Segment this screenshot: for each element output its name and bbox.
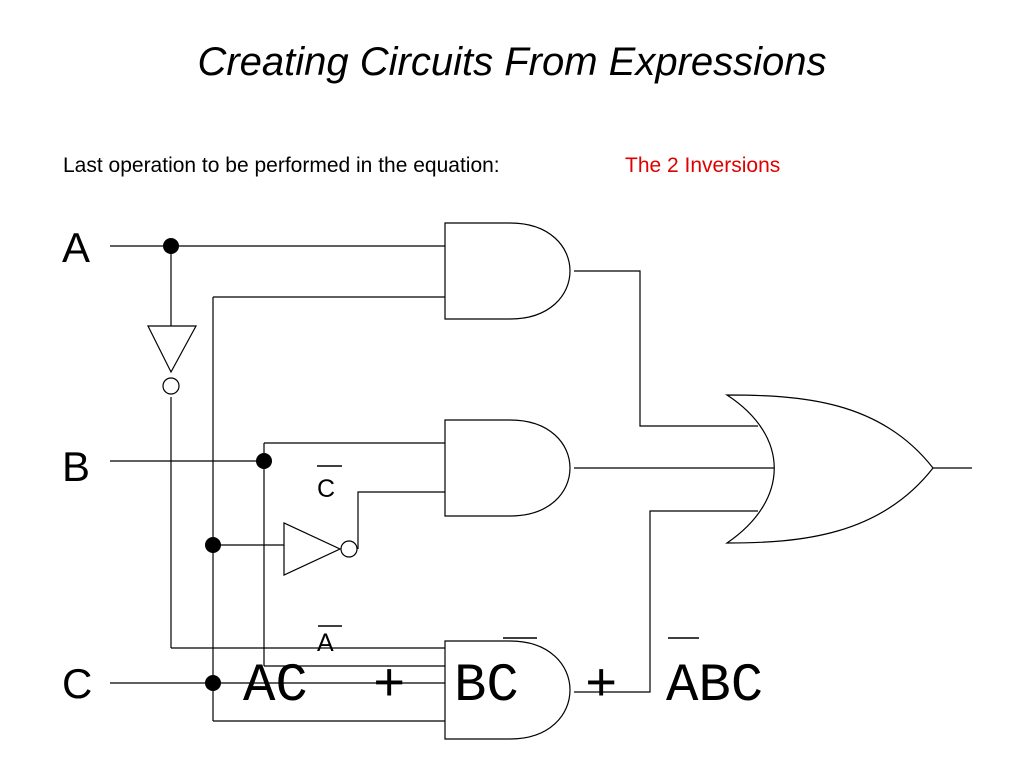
input-label-c: C xyxy=(62,660,92,707)
not-gate-a xyxy=(147,325,198,395)
junction-dot-c-upper xyxy=(205,537,221,553)
input-label-a: A xyxy=(62,224,90,271)
expression-term-3: ABC xyxy=(666,656,763,717)
junction-dot-c-lower xyxy=(205,675,221,691)
subtitle-text: Last operation to be performed in the eq… xyxy=(63,154,500,177)
wire-label-a-bar-text: A xyxy=(317,629,334,657)
wire-a xyxy=(110,245,445,649)
junction-dot-a xyxy=(163,238,179,254)
wire-c xyxy=(110,296,445,722)
junction-dot-b xyxy=(256,453,272,469)
and-to-or-wires xyxy=(574,270,972,693)
expression-plus-2: + xyxy=(585,656,617,717)
boolean-expression: AC + BC + ABC xyxy=(243,637,763,717)
slide-title: Creating Circuits From Expressions xyxy=(197,40,827,84)
highlight-text: The 2 Inversions xyxy=(625,154,781,177)
and-gate-2 xyxy=(444,419,571,517)
expression-plus-1: + xyxy=(373,656,405,717)
wire-b xyxy=(110,442,445,667)
wire-label-c-bar: C xyxy=(317,465,342,503)
and-gate-1 xyxy=(444,222,571,320)
not-gate-c xyxy=(283,522,358,576)
expression-term-1: AC xyxy=(243,656,308,717)
and-gate-3 xyxy=(444,640,571,740)
expression-term-2: BC xyxy=(454,656,519,717)
wire-c-bar xyxy=(357,491,445,549)
input-label-b: B xyxy=(62,443,90,490)
wire-label-c-bar-text: C xyxy=(317,475,335,503)
or-gate xyxy=(724,394,934,544)
wire-label-a-bar: A xyxy=(317,625,342,657)
